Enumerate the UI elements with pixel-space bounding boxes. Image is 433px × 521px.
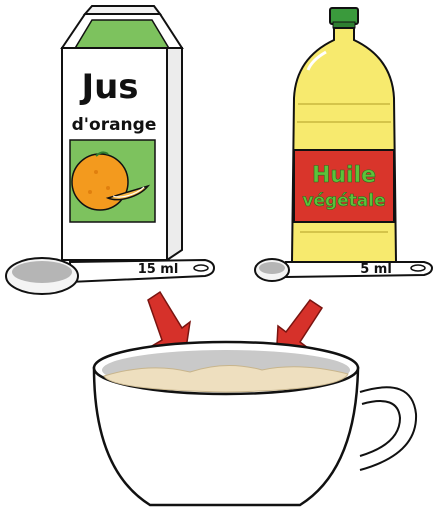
carton-label-line1: Jus <box>79 67 138 107</box>
cup-icon <box>94 342 416 505</box>
measuring-spoon-15ml: 15 ml <box>6 258 214 294</box>
orange-juice-carton: Jus d'orange <box>62 6 182 260</box>
spoon-15ml-label: 15 ml <box>138 262 179 277</box>
spoon-5ml-label: 5 ml <box>360 262 392 277</box>
measuring-spoon-5ml: 5 ml <box>255 259 432 281</box>
carton-label-line2: d'orange <box>72 115 157 135</box>
bottle-label-line1: Huile <box>312 163 376 188</box>
bottle-label-line2: végétale <box>302 191 385 211</box>
vegetable-oil-bottle: Huile végétale <box>292 8 396 270</box>
